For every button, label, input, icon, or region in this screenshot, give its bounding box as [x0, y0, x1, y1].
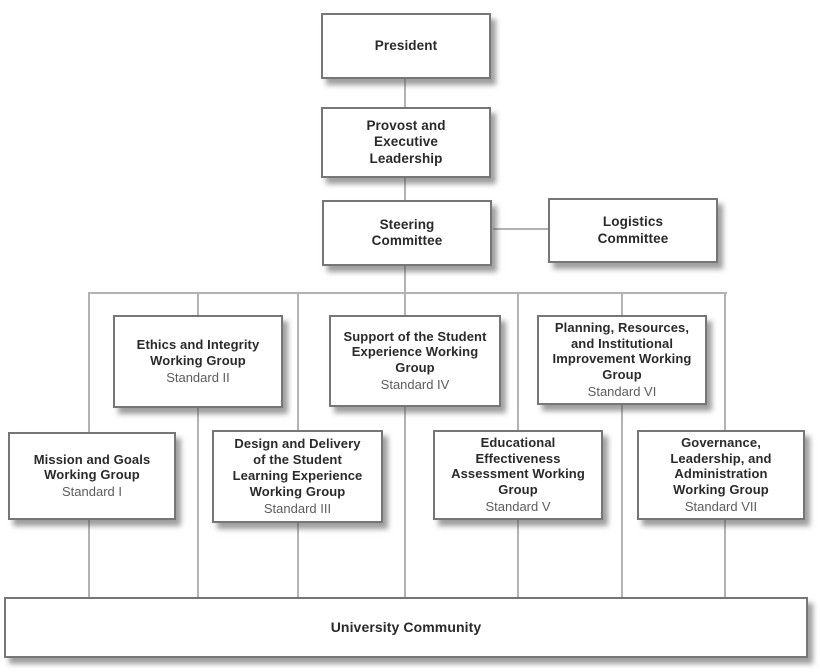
connector-bus	[88, 292, 727, 294]
connector-bus-planning	[621, 292, 623, 315]
node-logistics-committee: Logistics Committee	[548, 198, 718, 263]
node-president-label: President	[374, 37, 438, 53]
connector-steering-logistics	[493, 228, 548, 230]
working-group-standard: Standard V	[485, 499, 551, 515]
node-ethics-working-group: Ethics and Integrity Working Group Stand…	[113, 315, 283, 408]
working-group-standard: Standard IV	[380, 377, 450, 393]
working-group-standard: Standard II	[166, 369, 230, 385]
connector-bus-mission	[88, 292, 90, 432]
working-group-title: Mission and Goals Working Group	[33, 451, 151, 483]
connector-support-university	[404, 407, 406, 598]
node-design-delivery-working-group: Design and Delivery of the Student Learn…	[212, 430, 383, 523]
connector-steering-bus	[404, 266, 406, 293]
node-provost: Provost and Executive Leadership	[321, 107, 491, 178]
connector-president-provost	[404, 79, 406, 107]
node-president: President	[321, 13, 491, 79]
node-planning-resources-working-group: Planning, Resources, and Institutional I…	[537, 315, 707, 405]
connector-bus-design	[297, 292, 299, 430]
node-student-experience-working-group: Support of the Student Experience Workin…	[329, 315, 501, 407]
connector-bus-support	[404, 292, 406, 315]
working-group-title: Educational Effectiveness Assessment Wor…	[451, 434, 585, 498]
connector-ethics-university	[197, 408, 199, 598]
node-steering-label: Steering Committee	[371, 216, 443, 248]
node-provost-label: Provost and Executive Leadership	[366, 117, 446, 166]
working-group-title: Ethics and Integrity Working Group	[136, 337, 260, 368]
connector-planning-university	[621, 405, 623, 598]
connector-mission-university	[88, 520, 90, 598]
node-governance-leadership-working-group: Governance, Leadership, and Administrati…	[637, 430, 805, 520]
node-logistics-label: Logistics Committee	[597, 214, 669, 246]
working-group-standard: Standard III	[263, 500, 332, 516]
connector-bus-ethics	[197, 292, 199, 315]
working-group-standard: Standard VII	[684, 499, 758, 515]
node-university-community-label: University Community	[330, 618, 482, 635]
working-group-title: Support of the Student Experience Workin…	[343, 328, 487, 376]
working-group-standard: Standard I	[62, 484, 122, 500]
working-group-title: Planning, Resources, and Institutional I…	[552, 319, 692, 383]
node-mission-goals-working-group: Mission and Goals Working Group Standard…	[8, 432, 176, 520]
connector-educational-university	[517, 520, 519, 598]
connector-design-university	[297, 523, 299, 598]
node-educational-effectiveness-working-group: Educational Effectiveness Assessment Wor…	[433, 430, 603, 520]
connector-bus-governance	[724, 292, 726, 430]
connector-bus-educational	[517, 292, 519, 430]
working-group-title: Design and Delivery of the Student Learn…	[232, 436, 363, 499]
node-university-community: University Community	[4, 597, 808, 658]
node-steering-committee: Steering Committee	[322, 200, 492, 266]
working-group-standard: Standard VI	[587, 384, 657, 400]
connector-provost-steering	[404, 178, 406, 200]
working-group-title: Governance, Leadership, and Administrati…	[670, 434, 772, 498]
connector-governance-university	[724, 520, 726, 598]
